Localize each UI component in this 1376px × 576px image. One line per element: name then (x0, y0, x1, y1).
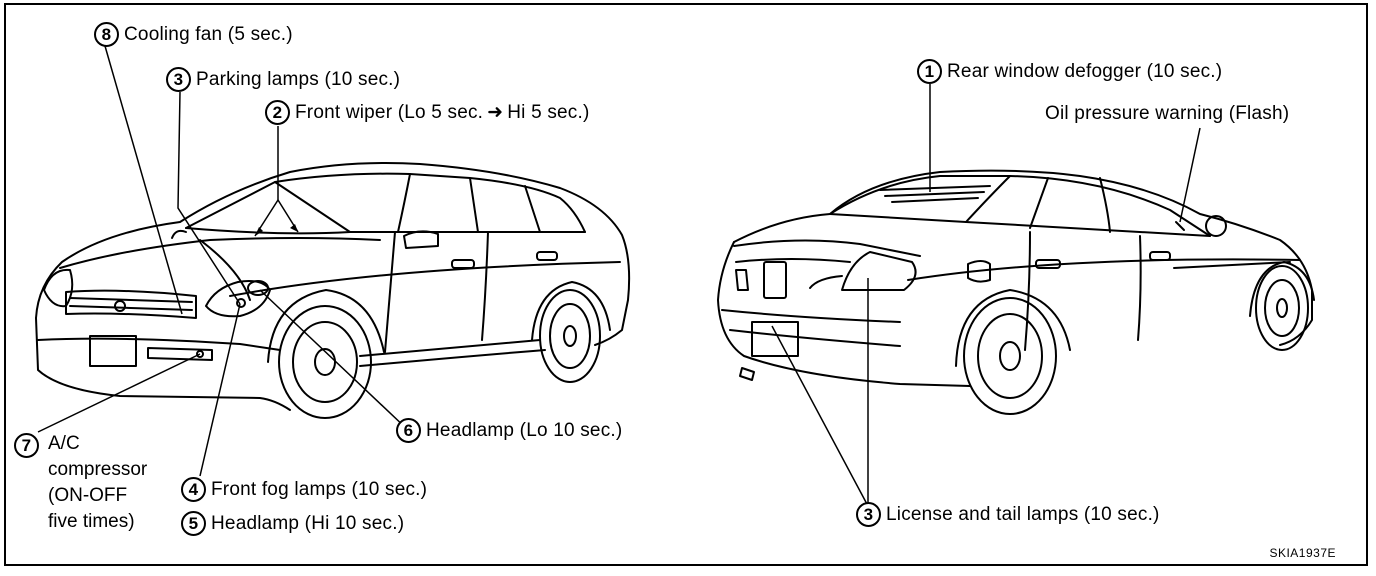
callout-headlamp-hi: 5 Headlamp (Hi 10 sec.) (181, 511, 404, 536)
callout-text: Parking lamps (10 sec.) (196, 68, 401, 90)
arrow-right-icon: ➜ (487, 101, 504, 123)
callout-text: License and tail lamps (10 sec.) (886, 503, 1160, 525)
front-car-drawing (35, 162, 631, 419)
callout-front-fog: 4 Front fog lamps (10 sec.) (181, 477, 427, 502)
callout-text: (ON-OFF (48, 485, 128, 506)
callout-ac-compressor-badge: 7 (14, 433, 44, 458)
callout-text: Headlamp (Hi 10 sec.) (211, 512, 405, 534)
callout-leader-lines (37, 45, 1201, 507)
callout-rear-defogger: 1 Rear window defogger (10 sec.) (917, 59, 1222, 84)
callout-arrowheads (255, 224, 298, 236)
callout-text: Rear window defogger (10 sec.) (947, 60, 1223, 82)
callout-license-tail: 3 License and tail lamps (10 sec.) (856, 502, 1160, 527)
figure-code: SKIA1937E (1269, 546, 1336, 560)
callout-ac-compressor: A/C compressor (ON-OFF five times) (48, 431, 147, 535)
callout-number-badge: 3 (166, 67, 191, 92)
callout-number-badge: 1 (917, 59, 942, 84)
callout-number-badge: 7 (14, 433, 39, 458)
callout-number-badge: 5 (181, 511, 206, 536)
callout-number-badge: 6 (396, 418, 421, 443)
callout-text: Headlamp (Lo 10 sec.) (426, 419, 623, 441)
figure-frame (4, 3, 1368, 566)
callout-text: Front wiper (Lo 5 sec. (295, 101, 484, 123)
callout-headlamp-lo: 6 Headlamp (Lo 10 sec.) (396, 418, 622, 443)
callout-text: Oil pressure warning (Flash) (1045, 103, 1290, 124)
callout-text: Front fog lamps (10 sec.) (211, 478, 428, 500)
callout-number-badge: 2 (265, 100, 290, 125)
callout-cooling-fan: 8 Cooling fan (5 sec.) (94, 22, 293, 47)
callout-text: A/C (48, 433, 80, 454)
callout-number-badge: 3 (856, 502, 881, 527)
callout-text: five times) (48, 511, 135, 532)
callout-text: Cooling fan (5 sec.) (124, 23, 293, 45)
rear-car-drawing (717, 169, 1315, 415)
callout-number-badge: 8 (94, 22, 119, 47)
callout-text: Hi 5 sec.) (507, 101, 590, 123)
callout-text: compressor (48, 459, 148, 480)
callout-number-badge: 4 (181, 477, 206, 502)
callout-front-wiper: 2 Front wiper (Lo 5 sec. ➜ Hi 5 sec.) (265, 100, 590, 125)
callout-oil-pressure: Oil pressure warning (Flash) (1045, 103, 1289, 125)
callout-parking-lamps: 3 Parking lamps (10 sec.) (166, 67, 400, 92)
